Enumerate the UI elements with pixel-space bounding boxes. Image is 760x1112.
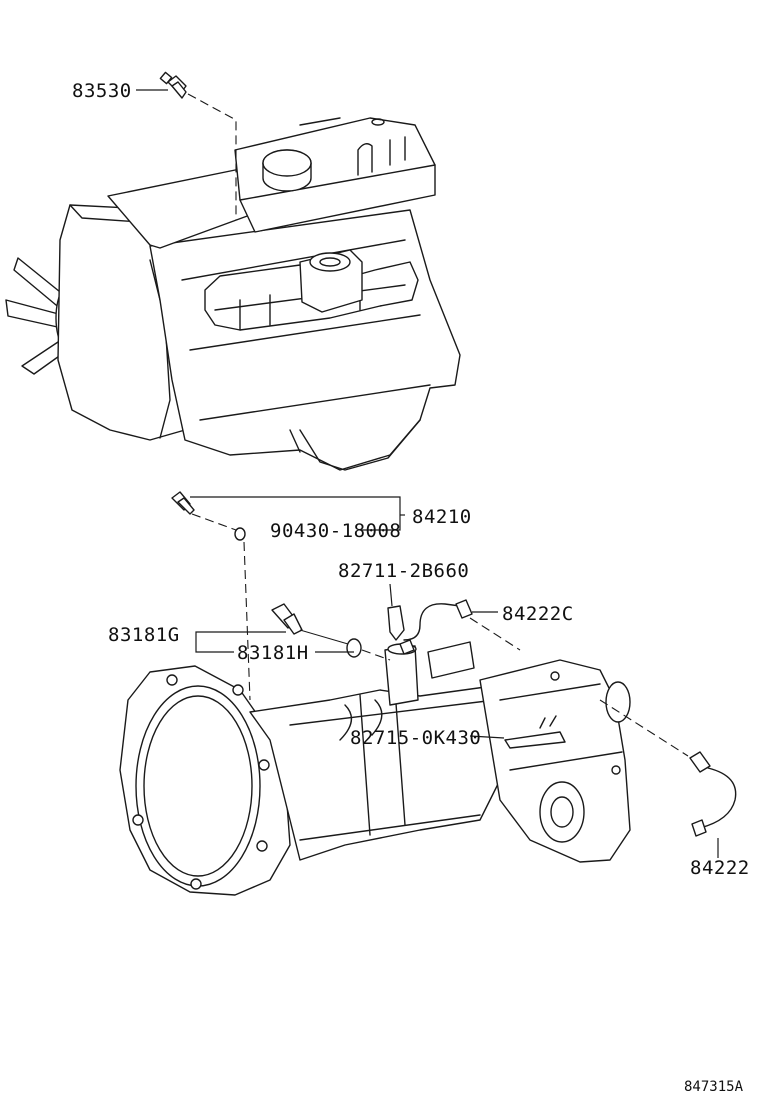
speed-sensor-c-icon bbox=[455, 599, 473, 619]
transmission-illustration bbox=[119, 641, 631, 896]
o-ring-icon bbox=[346, 638, 362, 658]
part-label-83181g[interactable]: 83181G bbox=[108, 624, 180, 646]
part-label-84222[interactable]: 84222 bbox=[690, 857, 750, 879]
part-label-90430-18008[interactable]: 90430-18008 bbox=[270, 520, 401, 542]
oil-pressure-switch-icon bbox=[159, 71, 187, 99]
figure-code: 847315A bbox=[684, 1079, 744, 1095]
part-label-82715-0k430[interactable]: 82715-0K430 bbox=[350, 727, 481, 749]
sensor-wire bbox=[403, 603, 461, 641]
clamp-icon bbox=[387, 605, 405, 641]
speed-sensor-rear-icon bbox=[689, 751, 711, 773]
gasket-icon bbox=[234, 527, 246, 541]
part-label-83181h[interactable]: 83181H bbox=[237, 642, 309, 664]
speed-sensor-icon bbox=[271, 603, 303, 635]
part-label-82711-2b660[interactable]: 82711-2B660 bbox=[338, 560, 469, 582]
part-label-83530[interactable]: 83530 bbox=[72, 80, 132, 102]
part-label-84210[interactable]: 84210 bbox=[412, 506, 472, 528]
backup-light-switch-icon bbox=[171, 491, 195, 515]
part-label-84222c[interactable]: 84222C bbox=[502, 603, 574, 625]
engine-illustration bbox=[5, 117, 461, 471]
